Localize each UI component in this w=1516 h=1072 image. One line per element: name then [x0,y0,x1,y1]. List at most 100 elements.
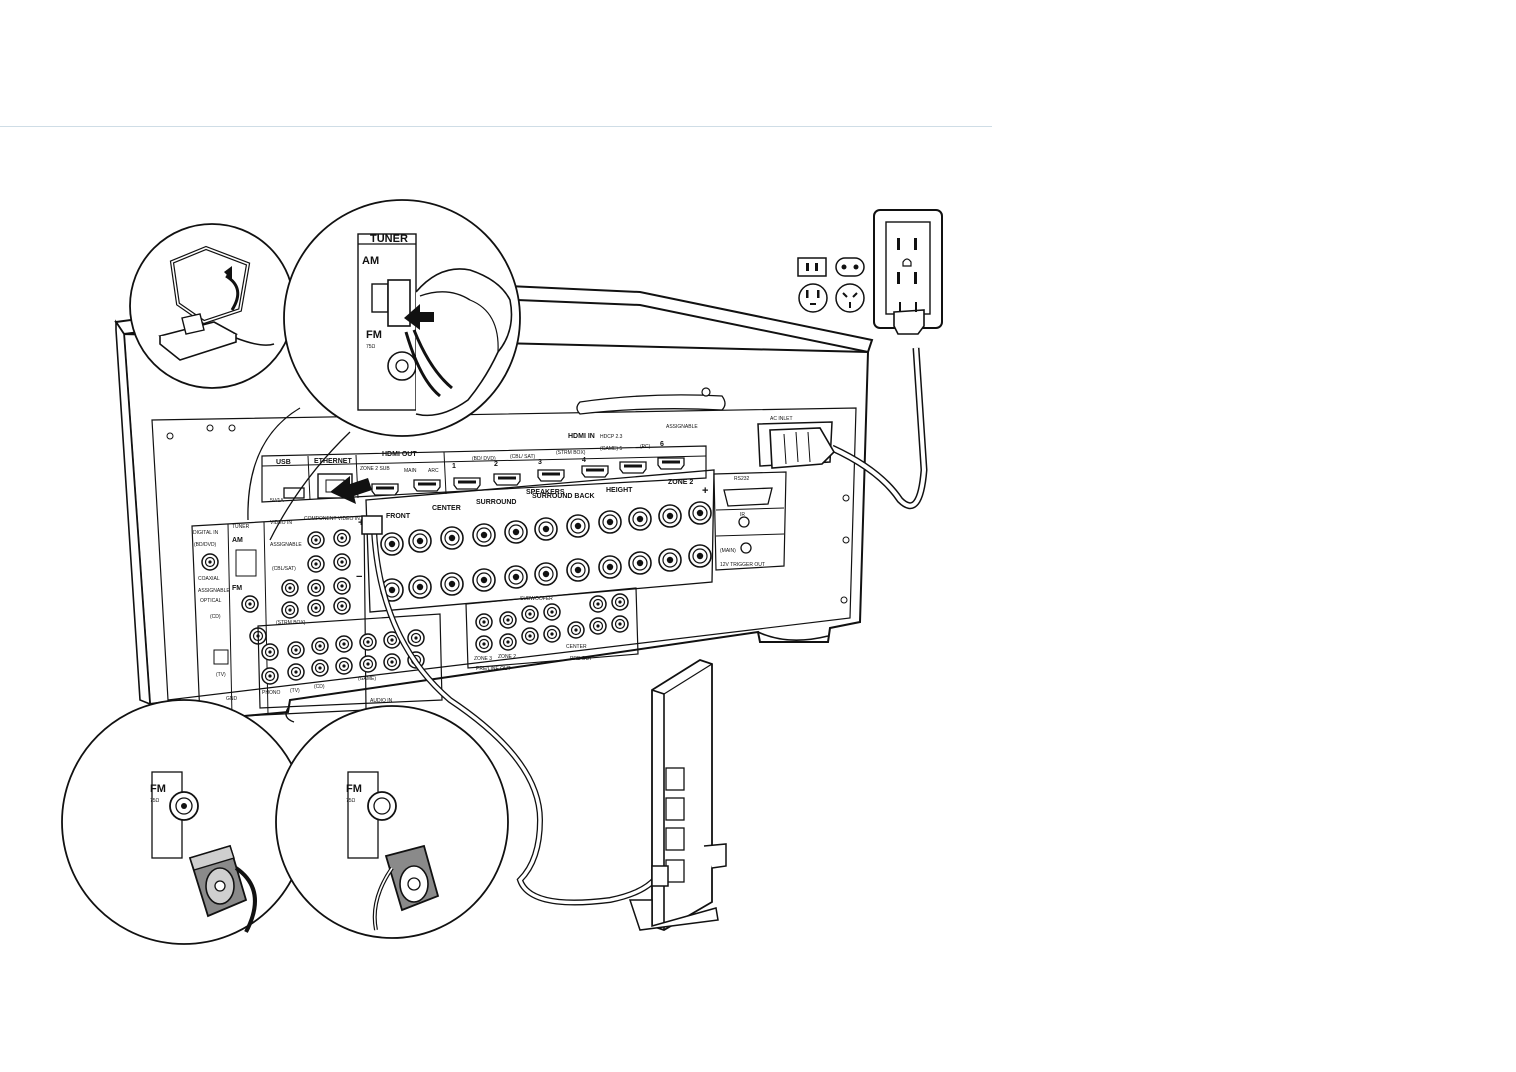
fm-right-ohm: 75Ω [346,798,356,804]
zone3-label: ZONE 3 [474,656,492,662]
center-out[interactable] [567,621,585,639]
fm-label: FM [366,329,382,341]
tuner-small-label: TUNER [232,524,250,530]
zone2-r[interactable] [499,633,517,651]
hdmi-out-main-port[interactable] [413,479,441,492]
sub-1[interactable] [521,605,539,623]
pre-line-out-label: PRE/LINE OUT [476,666,511,672]
component-2-pb[interactable] [333,553,351,571]
fm-jack[interactable] [241,595,259,613]
router-port-2[interactable] [665,797,685,821]
assignable-label: ASSIGNABLE [666,424,698,430]
video-in-label: VIDEO IN [270,520,292,526]
am-terminal[interactable] [235,549,257,577]
ethernet-label: ETHERNET [314,458,352,465]
hdmi-out-zone2-port[interactable] [371,483,399,496]
speakers-label: SPEAKERS [526,489,565,496]
phono-r[interactable] [261,667,279,685]
zone2-l[interactable] [499,611,517,629]
surround-label: SURROUND [476,499,516,506]
audio-in-4-r[interactable] [335,657,353,675]
tuner-am-zoom: TUNER AM FM 75Ω [247,199,521,541]
am-terminal-zoom[interactable] [387,279,411,327]
hdmi-in-1-port[interactable] [453,477,481,490]
router-port-3[interactable] [665,827,685,851]
surround-r[interactable] [589,617,607,635]
front-r[interactable] [543,625,561,643]
coaxial-jack[interactable] [201,553,219,571]
usb-label: USB [276,459,291,466]
plug-type-a-icon [797,257,827,277]
fm-right-label: FM [346,783,362,795]
component-1-pb[interactable] [307,555,325,573]
video-in-2-jack[interactable] [281,601,299,619]
back-l[interactable] [611,593,629,611]
top-connector-row: USB 5V/1A ETHERNET HDMI OUT ZONE 2 SUB M… [261,424,707,504]
component-2-pr[interactable] [333,577,351,595]
component-out-1[interactable] [307,599,325,617]
zone3-r[interactable] [475,635,493,653]
component-label: COMPONENT VIDEO IN [304,516,360,522]
audio-in-3-r[interactable] [359,655,377,673]
optical-port[interactable] [213,649,229,665]
phono-l[interactable] [261,643,279,661]
trigger-jack[interactable] [740,542,752,554]
zone3-l[interactable] [475,613,493,631]
trigger-main-label: (MAIN) [720,548,736,554]
hdmi-in-3-port[interactable] [537,469,565,482]
component-1-y[interactable] [307,531,325,549]
hdmi-out-label: HDMI OUT [382,451,417,458]
usb-rating: 5V/1A [270,498,284,504]
arc-label: ARC [428,468,439,474]
tuner-label: TUNER [370,233,408,245]
plus-label: + [358,517,364,529]
cables [333,347,928,906]
fm-small-label: FM [232,585,242,592]
ethernet-arrow-icon [330,476,372,504]
fm-left-ohm: 75Ω [150,798,160,804]
hdmi-in-4-label: 4 [582,457,586,464]
audio-in-3-l[interactable] [359,633,377,651]
subwoofer-label: SUBWOOFER [520,596,553,602]
hdmi-in-6-port[interactable] [657,457,685,470]
game-audio-label: (GAME) [358,676,376,682]
am-wire-arrow-icon [404,304,434,330]
pre-out-label: PRE OUT [570,656,592,662]
hdmi-in-5-port[interactable] [619,461,647,474]
minus-label: − [356,571,362,583]
back-r[interactable] [611,615,629,633]
component-2-y[interactable] [333,529,351,547]
surround-back-label: SURROUND BACK [532,493,595,500]
hdmi-in-game-label: (GAME) 5 [600,446,622,452]
audio-in-5-l[interactable] [311,637,329,655]
ir-label: IR [740,512,745,518]
router-port-1[interactable] [665,767,685,791]
rs232-port[interactable] [723,487,773,507]
fm-left-label: FM [150,783,166,795]
hdmi-in-4-port[interactable] [581,465,609,478]
hdcp-label: HDCP 2.3 [600,434,623,440]
component-1-pr[interactable] [307,579,325,597]
hdmi-in-1-label: 1 [452,463,456,470]
component-out-2[interactable] [333,597,351,615]
ir-jack[interactable] [738,516,750,528]
plug-type-c-icon [835,257,865,277]
plug-type-i-icon [835,283,865,313]
audio-in-5-r[interactable] [311,659,329,677]
surround-l[interactable] [589,595,607,613]
audio-in-6-r[interactable] [287,663,305,681]
sub-2[interactable] [521,627,539,645]
control-ports: RS232 IR (MAIN) 12V TRIGGER OUT [713,471,787,571]
audio-in-2-r[interactable] [383,653,401,671]
video-in-1-jack[interactable] [281,579,299,597]
audio-in-6-l[interactable] [287,641,305,659]
cd-label: (CD) [210,614,221,620]
hdmi-in-2-port[interactable] [493,473,521,486]
hdmi-in-strm-label: (STRM BOX) [556,450,586,456]
front-label: FRONT [386,513,411,520]
audio-in-4-l[interactable] [335,635,353,653]
front-l[interactable] [543,603,561,621]
audio-in-1-l[interactable] [407,629,425,647]
rotate-arrow-icon [224,266,232,280]
